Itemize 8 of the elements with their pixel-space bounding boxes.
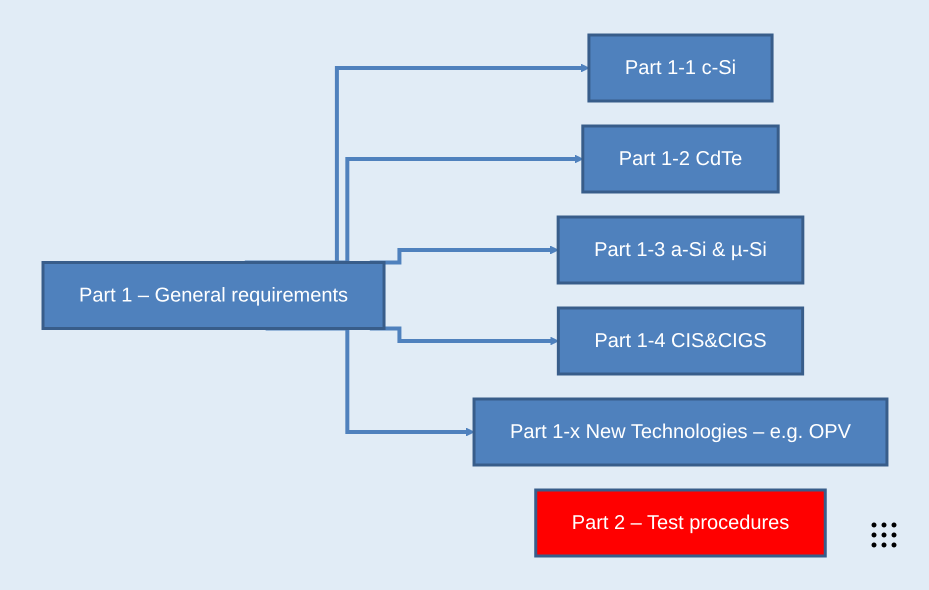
node-box: Part 1-1 c-Si (586, 33, 774, 102)
node-box: Part 1 – General requirements (41, 260, 386, 330)
node-box: Part 1-4 CIS&CIGS (556, 306, 804, 375)
arrow (369, 326, 558, 345)
node-box: Part 1-3 a-Si & µ-Si (556, 215, 804, 284)
node-box: Part 2 – Test procedures (534, 488, 826, 557)
node-box: Part 1-x New Technologies – e.g. OPV (472, 397, 888, 466)
node-box: Part 1-2 CdTe (580, 124, 780, 193)
